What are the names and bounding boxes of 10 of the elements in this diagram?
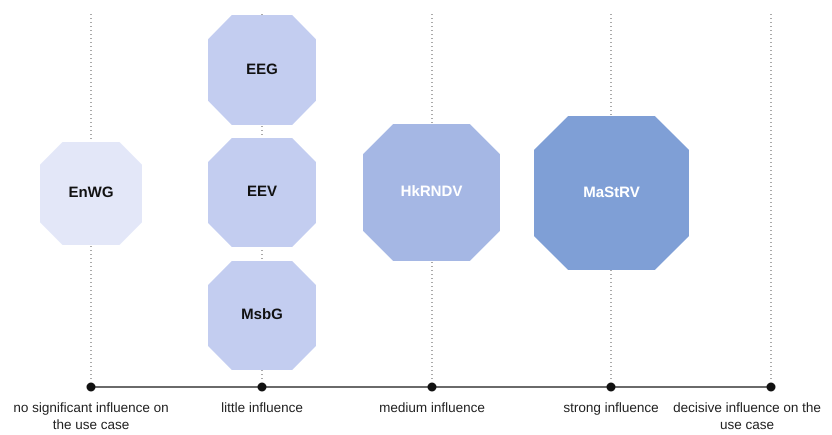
node-label: MaStRV — [583, 182, 640, 203]
node-label: EnWG — [68, 183, 114, 204]
node-label: EEV — [246, 182, 277, 202]
scale-label: decisive influence on the use case — [672, 399, 822, 433]
node-label: MsbG — [241, 305, 283, 326]
node-label: EEG — [246, 60, 278, 80]
scale-label: little influence — [220, 399, 304, 416]
scale-label: medium influence — [378, 399, 486, 416]
node-label: HkRNDV — [400, 182, 462, 202]
scale-label: no significant influence on the use case — [12, 399, 170, 433]
